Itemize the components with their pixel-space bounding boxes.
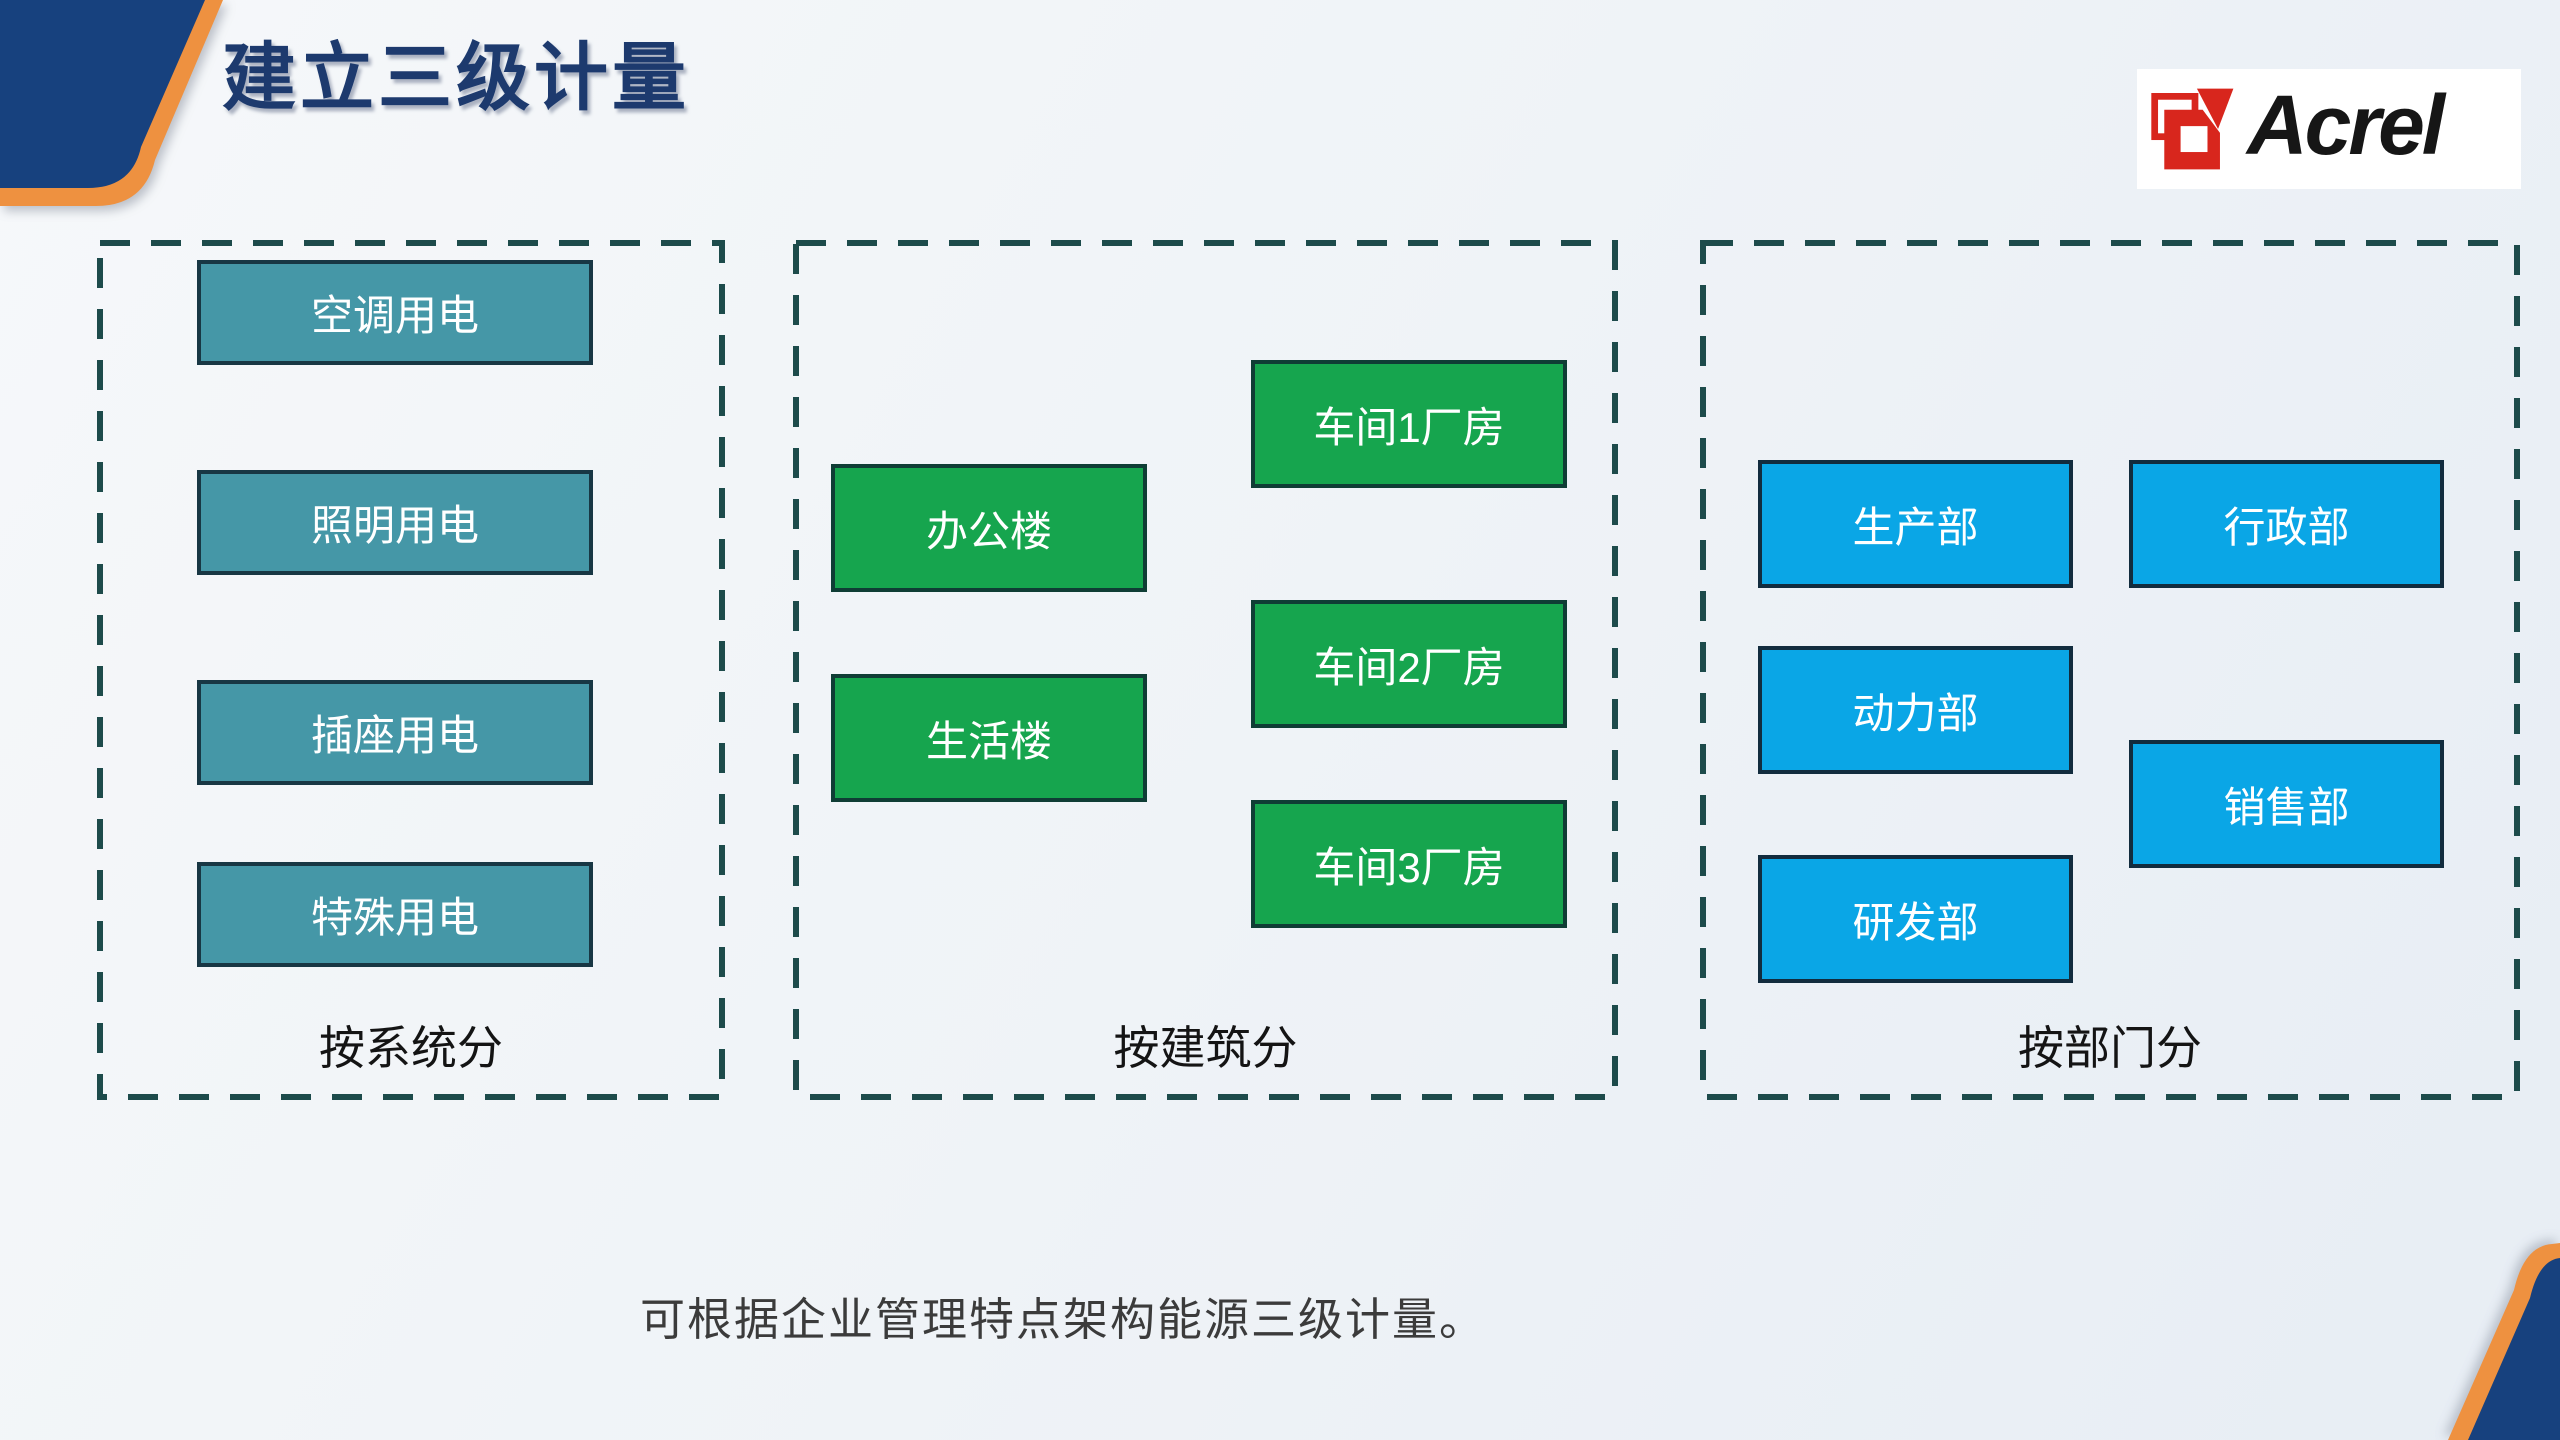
- dashed-border: [793, 240, 1618, 1100]
- corner-decoration-top-left: [0, 0, 223, 206]
- building-box-living: 生活楼: [831, 674, 1147, 802]
- system-box-special: 特殊用电: [197, 862, 593, 967]
- panel-label-by-department: 按部门分: [2018, 1022, 2202, 1074]
- building-box-workshop-3: 车间3厂房: [1251, 800, 1567, 928]
- department-box-sales: 销售部: [2129, 740, 2444, 868]
- panel-by-department: 生产部 行政部 动力部 销售部 研发部 按部门分: [1700, 240, 2520, 1100]
- building-box-workshop-2: 车间2厂房: [1251, 600, 1567, 728]
- building-box-office: 办公楼: [831, 464, 1147, 592]
- acrel-logo-icon: [2151, 88, 2234, 170]
- corner-decoration-bottom-right: [2448, 1243, 2560, 1440]
- page-title: 建立三级计量: [222, 36, 690, 119]
- acrel-logo: Acrel: [2137, 69, 2521, 189]
- logo-fold-triangle: [2196, 88, 2234, 129]
- dashed-border: [1700, 240, 2520, 1100]
- corner-navy-shape: [2468, 1258, 2560, 1440]
- department-box-administration: 行政部: [2129, 460, 2444, 588]
- corner-navy-shape: [0, 0, 205, 188]
- panel-by-system: 空调用电 照明用电 插座用电 特殊用电 按系统分: [97, 240, 725, 1100]
- slide-caption: 可根据企业管理特点架构能源三级计量。: [640, 1294, 1487, 1345]
- system-box-socket: 插座用电: [197, 680, 593, 785]
- department-box-production: 生产部: [1758, 460, 2073, 588]
- department-box-rnd: 研发部: [1758, 855, 2073, 983]
- system-box-air-conditioning: 空调用电: [197, 260, 593, 365]
- dashed-border: [97, 240, 725, 1100]
- panel-by-building: 办公楼 生活楼 车间1厂房 车间2厂房 车间3厂房 按建筑分: [793, 240, 1618, 1100]
- system-box-lighting: 照明用电: [197, 470, 593, 575]
- logo-inner-square: [2180, 126, 2208, 153]
- department-box-power: 动力部: [1758, 646, 2073, 774]
- panel-label-by-system: 按系统分: [319, 1022, 503, 1074]
- panel-label-by-building: 按建筑分: [1113, 1022, 1298, 1074]
- acrel-logo-text: Acrel: [2247, 77, 2445, 172]
- building-box-workshop-1: 车间1厂房: [1251, 360, 1567, 488]
